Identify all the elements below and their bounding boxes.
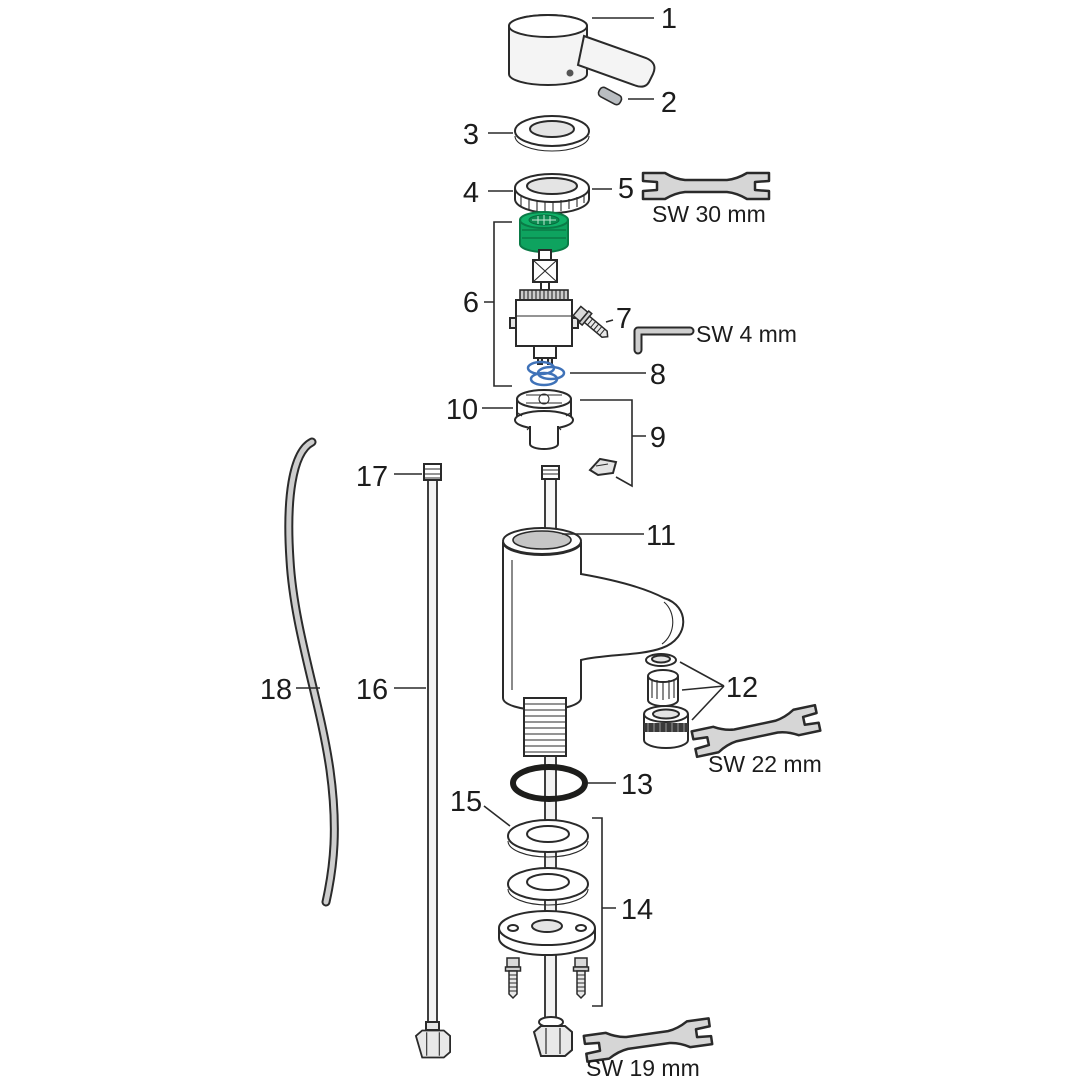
part-oring-set: 8: [526, 359, 666, 391]
part-label-12: 12: [726, 672, 758, 704]
wrench-sw22-label: SW 22 mm: [708, 751, 822, 777]
part-label-15: 15: [450, 786, 482, 818]
part-label-6: 6: [463, 287, 479, 319]
allen-key-sw4: SW 4 mm: [633, 321, 797, 355]
part-connection-rod: 17 16: [356, 461, 452, 1059]
part-flexible-hose: 18: [260, 437, 339, 907]
part-label-14: 14: [621, 894, 653, 926]
part-label-8: 8: [650, 359, 666, 391]
wrench-sw19: SW 19 mm: [582, 1017, 714, 1080]
part-cartridge-group: 6: [463, 211, 579, 387]
part-label-9: 9: [650, 422, 666, 454]
allen-key-sw4-label: SW 4 mm: [696, 321, 797, 347]
part-fixing-flange: 14: [498, 817, 653, 1007]
part-grub-screw: 7: [571, 303, 632, 344]
part-label-7: 7: [616, 303, 632, 335]
wrench-sw22: SW 22 mm: [690, 703, 822, 777]
part-pin: 2: [597, 86, 677, 119]
part-label-17: 17: [356, 461, 388, 493]
wrench-sw19-label: SW 19 mm: [586, 1055, 700, 1080]
part-valve-insert: 10: [446, 389, 574, 450]
part-label-18: 18: [260, 674, 292, 706]
part-label-10: 10: [446, 394, 478, 426]
part-label-4: 4: [463, 177, 479, 209]
part-label-2: 2: [661, 87, 677, 119]
part-label-1: 1: [661, 3, 677, 35]
part-handle: 1: [508, 3, 677, 88]
part-bottom-nut: [533, 1016, 573, 1057]
part-label-13: 13: [621, 769, 653, 801]
part-clip-group: 9: [580, 399, 666, 488]
wrench-sw30: SW 30 mm: [641, 171, 771, 227]
part-label-16: 16: [356, 674, 388, 706]
part-trim-ring: 3: [463, 115, 590, 152]
wrench-sw30-label: SW 30 mm: [652, 201, 766, 227]
part-label-5: 5: [618, 173, 634, 205]
part-label-3: 3: [463, 119, 479, 151]
part-label-11: 11: [646, 520, 676, 552]
part-base-seal: 13: [510, 764, 653, 802]
part-mounting-nut: 4 5: [463, 173, 634, 214]
part-washers: 15: [450, 786, 589, 906]
part-aerator-set: 12: [643, 653, 758, 749]
